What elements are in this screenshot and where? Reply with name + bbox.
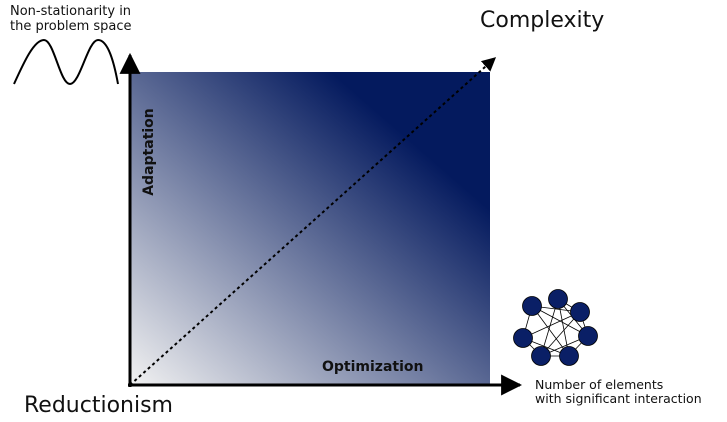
elements-interaction-label: Number of elements with significant inte…	[535, 377, 702, 407]
gradient-square	[130, 72, 490, 385]
sine-wave-icon	[13, 38, 119, 86]
network-graph-icon	[513, 289, 598, 366]
reductionism-label: Reductionism	[24, 393, 173, 418]
nonstationarity-label-line1: Non-stationarity in	[10, 4, 132, 19]
complexity-diagonal-arrow	[129, 57, 497, 386]
adaptation-label: Adaptation	[140, 108, 157, 196]
complexity-label: Complexity	[480, 8, 605, 33]
nonstationarity-label-line2: the problem space	[10, 18, 132, 34]
nonstationarity-label: Non-stationarity in the problem space	[10, 4, 132, 35]
optimization-label: Optimization	[322, 359, 424, 375]
elements-label-line2: with significant interaction	[535, 391, 702, 407]
elements-label-line1: Number of elements	[535, 377, 664, 392]
